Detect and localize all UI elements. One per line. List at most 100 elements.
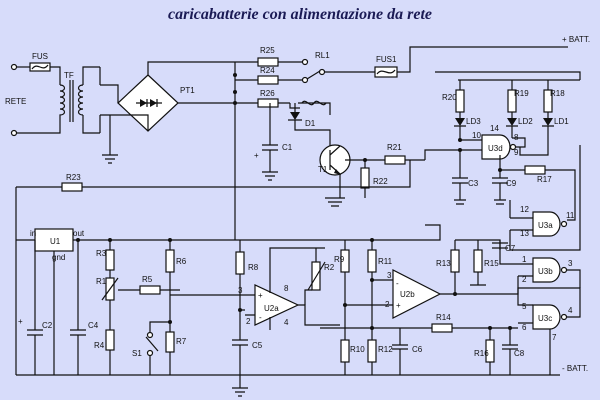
label-r10: R10 <box>350 345 365 354</box>
label-r23: R23 <box>66 173 81 182</box>
label-r12: R12 <box>378 345 393 354</box>
switch-s1: S1 <box>132 321 170 375</box>
resistor-r3 <box>105 249 115 271</box>
label-fus1: FUS1 <box>376 55 397 64</box>
label-ld2: LD2 <box>518 117 533 126</box>
label-u3c-pin4: 4 <box>568 306 573 315</box>
label-r6: R6 <box>176 257 187 266</box>
label-r25: R25 <box>260 46 275 55</box>
resistor-r7 <box>165 331 175 353</box>
label-rl1: RL1 <box>315 51 330 60</box>
label-plus-c1: + <box>254 151 259 160</box>
label-u1: U1 <box>50 237 61 246</box>
label-u2b-plus: + <box>396 301 401 310</box>
resistor-r5 <box>139 285 161 295</box>
label-u3c-pin5: 5 <box>522 302 527 311</box>
label-r20: R20 <box>442 93 457 102</box>
gate-u3a <box>532 211 561 237</box>
label-r21: R21 <box>387 143 402 152</box>
label-u3b-pin3: 3 <box>568 259 573 268</box>
resistor-r17 <box>524 165 546 175</box>
resistor-r24 <box>257 75 279 85</box>
label-u3d-pin14: 14 <box>490 124 499 133</box>
label-c8: C8 <box>514 349 525 358</box>
label-plus-c2: + <box>18 317 23 326</box>
label-u2a: U2a <box>264 304 279 313</box>
label-u3c-pin6: 6 <box>522 323 527 332</box>
label-u2a-minus: - <box>259 313 262 322</box>
gate-u3c <box>532 304 561 330</box>
diagram-title: caricabatterie con alimentazione da rete <box>168 6 432 23</box>
opamp-u2a <box>254 284 300 326</box>
label-batt-minus: - BATT. <box>562 364 588 373</box>
label-u2a-plus: + <box>258 291 263 300</box>
u2a-section: R3 R1 R4 R5 R6 R7 S1 <box>94 240 340 375</box>
label-u3a: U3a <box>538 221 553 230</box>
led-ld2 <box>507 118 517 126</box>
label-u3d: U3d <box>488 144 503 153</box>
u2b-section: R9 R10 R11 R12 - + U2b 3 2 C6 <box>225 224 452 375</box>
label-r26: R26 <box>260 89 275 98</box>
label-t1: T1 <box>318 165 328 174</box>
label-ld1: LD1 <box>554 117 569 126</box>
resistor-r8 <box>235 251 245 275</box>
mains-terminal-top <box>10 63 18 71</box>
label-r17: R17 <box>537 175 552 184</box>
label-u3c: U3c <box>538 314 552 323</box>
resistor-r11 <box>367 249 377 273</box>
gate-u3b <box>532 257 561 283</box>
label-u3b: U3b <box>538 267 553 276</box>
label-r14: R14 <box>436 313 451 322</box>
resistor-r6 <box>165 249 175 273</box>
label-pt1: PT1 <box>180 86 195 95</box>
label-u1-out: out <box>73 229 85 238</box>
label-u2b-pin3: 3 <box>387 271 392 280</box>
transformer-tf: TF <box>59 71 84 122</box>
label-r3: R3 <box>96 249 107 258</box>
label-u3d-pin10: 10 <box>472 131 481 140</box>
mains-terminal-bottom <box>10 129 18 137</box>
label-u3a-pin13: 13 <box>520 229 529 238</box>
resistor-r13 <box>450 249 460 273</box>
label-c2: C2 <box>42 321 53 330</box>
label-u3a-pin11: 11 <box>566 211 575 220</box>
label-r7: R7 <box>176 337 187 346</box>
label-batt-plus: + BATT. <box>562 35 590 44</box>
label-ld3: LD3 <box>466 117 481 126</box>
label-u2b-minus: - <box>396 279 399 288</box>
label-u3d-pin9: 9 <box>514 148 519 157</box>
label-r1: R1 <box>96 277 107 286</box>
label-c6: C6 <box>412 345 423 354</box>
label-u1-in: in <box>30 229 36 238</box>
label-u1-gnd: gnd <box>52 253 65 262</box>
led-ld3 <box>455 118 465 126</box>
label-c1: C1 <box>282 143 293 152</box>
label-c4: C4 <box>88 321 99 330</box>
resistor-r21 <box>384 155 406 165</box>
label-u3c-pin7: 7 <box>552 333 557 342</box>
label-fus: FUS <box>32 52 48 61</box>
label-tf: TF <box>64 71 74 80</box>
label-r5: R5 <box>142 275 153 284</box>
label-c3: C3 <box>468 179 479 188</box>
resistor-r20 <box>455 89 465 113</box>
diode-d1 <box>290 112 300 120</box>
label-r11: R11 <box>378 257 393 266</box>
label-r13: R13 <box>436 259 451 268</box>
label-r15: R15 <box>484 259 499 268</box>
resistor-r22 <box>360 167 370 189</box>
resistor-r25 <box>257 57 279 67</box>
label-rete: RETE <box>5 97 26 106</box>
label-u3b-pin2: 2 <box>522 275 527 284</box>
transistor-t1: T1 <box>318 144 351 176</box>
label-u2a-pin2: 2 <box>246 317 251 326</box>
resistor-r10 <box>340 339 350 363</box>
label-r2: R2 <box>324 263 335 272</box>
label-u3a-pin12: 12 <box>520 205 529 214</box>
resistor-r26 <box>257 98 279 108</box>
label-r16: R16 <box>474 349 489 358</box>
logic-led-section: R20 R19 R18 LD3 LD2 LD1 U3d 10 14 8 9 <box>400 71 581 375</box>
opamp-u2b <box>392 269 442 319</box>
